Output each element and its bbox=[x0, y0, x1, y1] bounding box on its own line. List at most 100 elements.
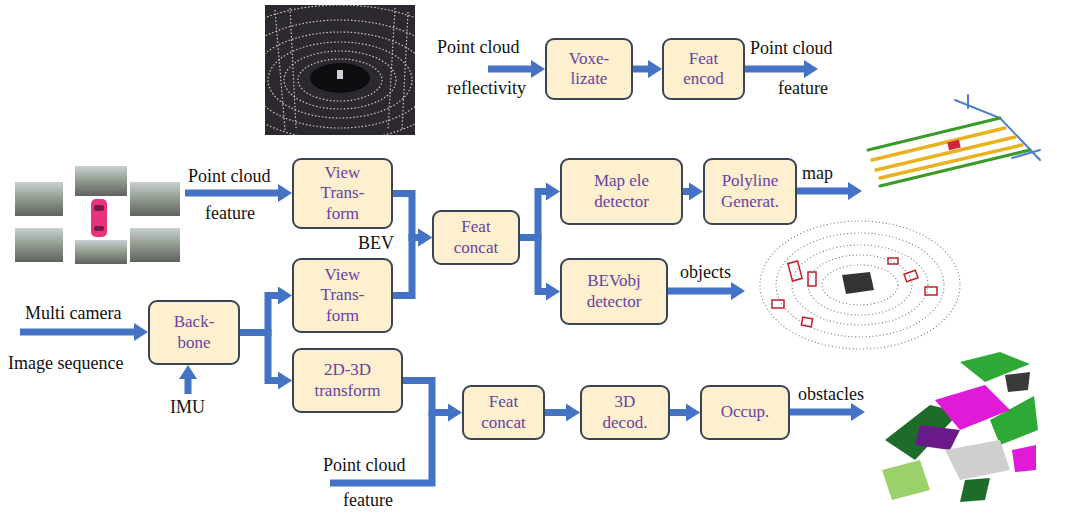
signal-label: map bbox=[802, 163, 833, 184]
illustration-part bbox=[925, 287, 937, 295]
illustration-part bbox=[265, 5, 415, 135]
flow-arrow bbox=[240, 287, 292, 333]
signal-label: Image sequence bbox=[8, 353, 123, 374]
process-box: Feat encod bbox=[662, 38, 745, 100]
arrow-head bbox=[686, 404, 700, 422]
flow-arrow bbox=[403, 381, 462, 422]
signal-label: IMU bbox=[170, 397, 205, 418]
signal-label: Multi camera bbox=[25, 303, 121, 324]
box-label: Feat concat bbox=[475, 392, 533, 432]
illustration-part bbox=[265, 5, 415, 135]
arrow-line bbox=[520, 238, 548, 292]
illustration-part bbox=[745, 66, 806, 73]
process-box: Map ele detector bbox=[560, 158, 683, 225]
arrow-line bbox=[633, 66, 650, 73]
arrow-head bbox=[689, 183, 703, 201]
signal-label: obstacles bbox=[798, 384, 864, 405]
signal-label: Point cloud bbox=[188, 166, 271, 187]
signal-label: feature bbox=[343, 490, 393, 511]
flow-arrow bbox=[670, 404, 700, 422]
illustration-part bbox=[772, 300, 784, 308]
objects-pointcloud bbox=[760, 221, 960, 349]
signal-label: BEV bbox=[358, 233, 394, 254]
illustration-part bbox=[265, 5, 415, 135]
illustration-part bbox=[15, 228, 63, 262]
map-illustration bbox=[868, 95, 1040, 186]
illustration-part bbox=[882, 460, 930, 500]
illustration-part bbox=[130, 182, 180, 216]
illustration-part bbox=[960, 478, 990, 502]
signal-label: objects bbox=[680, 262, 731, 283]
illustration-part bbox=[888, 258, 898, 264]
process-box: Voxe- lizate bbox=[545, 38, 633, 100]
illustration-part bbox=[945, 440, 1010, 480]
illustration-part bbox=[91, 199, 107, 237]
illustration-part bbox=[268, 42, 412, 118]
box-label: 2D-3D transform bbox=[304, 360, 392, 400]
illustration-part bbox=[947, 140, 960, 150]
arrow-head bbox=[566, 404, 580, 422]
arrow-line bbox=[393, 238, 420, 296]
illustration-part bbox=[130, 228, 180, 262]
box-label: View Trans- form bbox=[314, 265, 372, 325]
lidar-scan bbox=[205, 5, 475, 155]
camera-views bbox=[15, 166, 180, 264]
illustration-part bbox=[275, 8, 408, 130]
arrow-line bbox=[393, 194, 420, 238]
illustration-part bbox=[797, 188, 850, 195]
illustration-part bbox=[788, 261, 802, 281]
signal-label: feature bbox=[778, 78, 828, 99]
illustration-part bbox=[790, 409, 853, 416]
arrow-head bbox=[278, 287, 292, 305]
process-box: View Trans- form bbox=[292, 158, 393, 229]
process-box: Feat concat bbox=[462, 385, 545, 440]
illustration-part bbox=[337, 70, 343, 79]
arrow-line bbox=[240, 296, 280, 333]
box-label: Back- bone bbox=[168, 312, 220, 352]
flow-arrow bbox=[240, 333, 292, 390]
illustration-part bbox=[915, 425, 960, 450]
illustration-part bbox=[808, 272, 816, 286]
illustration-part bbox=[488, 66, 533, 73]
flow-arrow bbox=[393, 229, 432, 296]
flow-arrow bbox=[520, 238, 560, 301]
signal-label: reflectivity bbox=[447, 78, 526, 99]
illustration-part bbox=[876, 137, 1015, 170]
occupancy-illustration bbox=[882, 352, 1038, 502]
signal-label: Point cloud bbox=[750, 38, 833, 59]
arrow-head bbox=[418, 229, 432, 247]
signal-label: Point cloud bbox=[323, 455, 406, 476]
illustration-part bbox=[15, 182, 63, 216]
arrow-head bbox=[448, 404, 462, 422]
illustration-part bbox=[94, 205, 104, 211]
illustration-part bbox=[880, 145, 1022, 178]
signal-label: feature bbox=[205, 203, 255, 224]
illustration-part bbox=[822, 265, 898, 305]
box-label: Polyline Generat. bbox=[710, 171, 790, 211]
illustration-part bbox=[310, 63, 370, 93]
box-label: View Trans- form bbox=[314, 163, 372, 223]
illustration-part bbox=[265, 20, 415, 135]
arrow-head bbox=[546, 283, 560, 301]
illustration-part bbox=[185, 377, 192, 394]
illustration-part bbox=[801, 317, 812, 327]
box-label: Voxe- lizate bbox=[558, 49, 620, 89]
illustration-part bbox=[776, 233, 944, 337]
illustration-part bbox=[20, 329, 136, 336]
process-box: Feat concat bbox=[432, 210, 520, 265]
illustration-part bbox=[75, 166, 127, 196]
illustration-part bbox=[94, 226, 104, 231]
process-box: View Trans- form bbox=[292, 258, 393, 333]
illustration-part bbox=[1005, 372, 1030, 392]
signal-label: Point cloud bbox=[437, 37, 520, 58]
illustration-part bbox=[185, 190, 280, 197]
arrow-line bbox=[545, 409, 568, 416]
box-label: 3D decod. bbox=[598, 392, 653, 432]
illustration-part bbox=[760, 221, 960, 349]
flow-arrow bbox=[545, 404, 580, 422]
illustration-part bbox=[75, 240, 127, 264]
illustration-part bbox=[904, 270, 918, 282]
illustration-part bbox=[772, 258, 937, 327]
